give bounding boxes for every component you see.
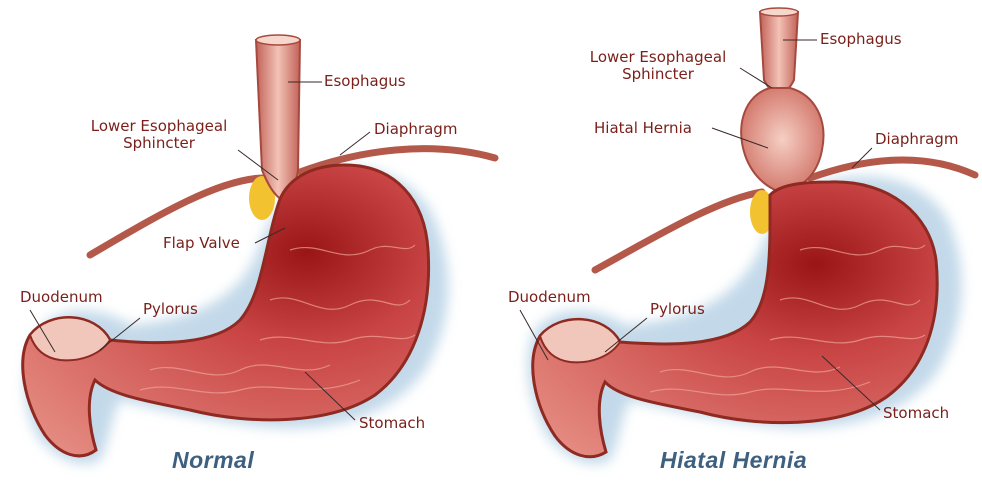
hernia-label-hiatal-hernia: Hiatal Hernia [594,120,692,137]
normal-label-flap-valve: Flap Valve [163,235,240,252]
hernia-esophagus-opening [760,8,798,16]
normal-caption: Normal [172,447,254,474]
label-line-2: Sphincter [578,66,738,83]
hernia-caption: Hiatal Hernia [660,447,807,474]
normal-label-diaphragm: Diaphragm [374,121,457,138]
hernia-label-duodenum: Duodenum [508,289,591,306]
normal-label-duodenum: Duodenum [20,289,103,306]
label-line-2: Sphincter [80,135,238,152]
normal-label-pylorus: Pylorus [143,301,198,318]
hernia-label-stomach: Stomach [883,405,949,422]
hernia-sac [741,88,823,190]
hernia-label-pylorus: Pylorus [650,301,705,318]
label-line-1: Lower Esophageal [80,118,238,135]
label-line-1: Lower Esophageal [578,49,738,66]
normal-label-stomach: Stomach [359,415,425,432]
hernia-label-esophagus: Esophagus [820,31,902,48]
normal-label-esophagus: Esophagus [324,73,406,90]
hernia-esophagus [760,12,798,94]
normal-panel-graphics [23,35,495,464]
normal-esophagus-opening [256,35,300,45]
hernia-label-diaphragm: Diaphragm [875,131,958,148]
